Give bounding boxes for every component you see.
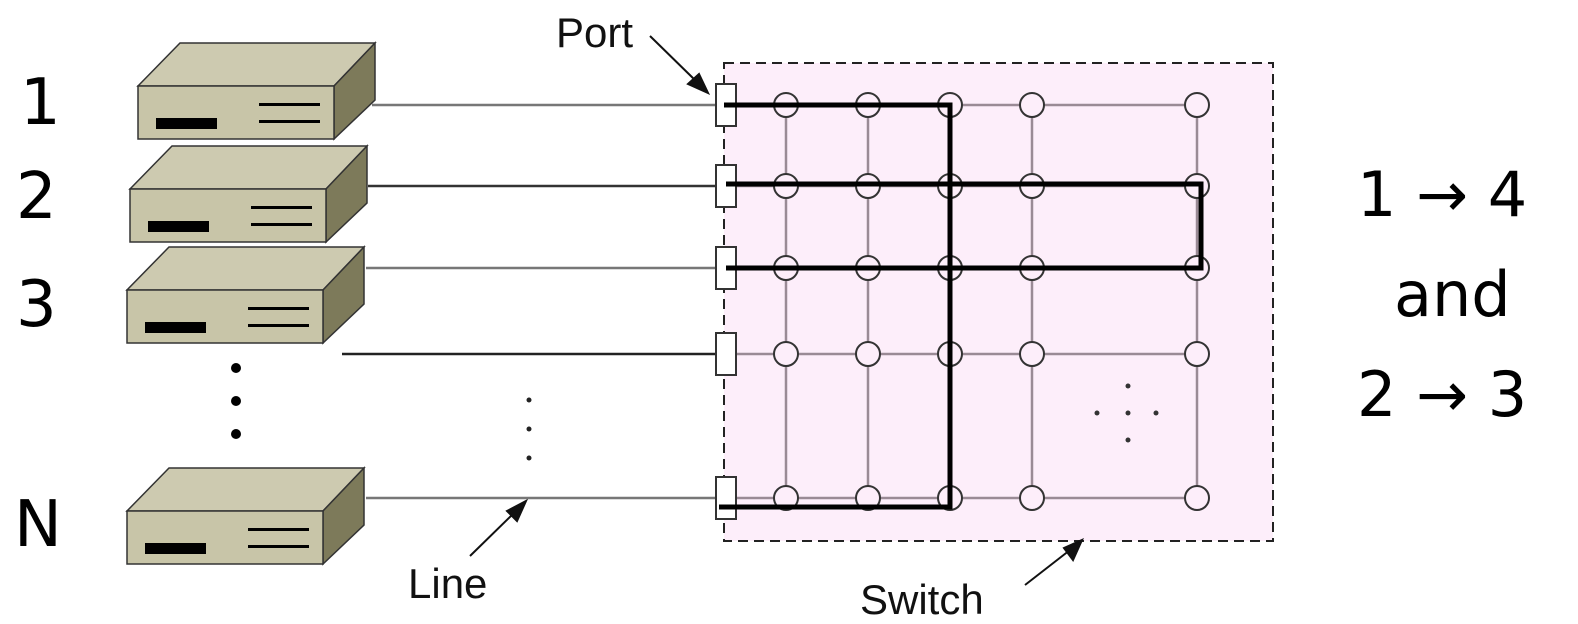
computer-1 <box>136 41 377 141</box>
connection-2-to-3: 2 → 3 <box>1357 358 1527 431</box>
connection-and: and <box>1394 258 1511 331</box>
callout-arrows <box>469 35 1084 586</box>
lines <box>342 103 716 500</box>
computer-n <box>125 466 366 566</box>
computer-label-1: 1 <box>20 66 61 140</box>
lines-ellipsis <box>526 397 532 461</box>
port-4 <box>715 332 737 376</box>
switch <box>723 62 1274 542</box>
line-label: Line <box>408 560 487 607</box>
port-arrow <box>649 35 698 83</box>
line-arrow <box>469 511 516 557</box>
path-2-to-3 <box>726 181 1204 271</box>
port-label: Port <box>556 9 633 56</box>
computer-3 <box>125 245 366 345</box>
computer-label-n: N <box>14 488 62 562</box>
port-n <box>715 476 737 520</box>
computer-2 <box>128 144 369 244</box>
switch-box <box>723 62 1274 542</box>
computer-label-2: 2 <box>16 160 57 234</box>
computer-label-3: 3 <box>16 268 57 342</box>
switch-arrow <box>1024 549 1071 586</box>
path-1-to-4 <box>719 102 953 510</box>
crossbar-nodes <box>773 92 1210 511</box>
switch-label: Switch <box>860 576 984 623</box>
computers-ellipsis <box>231 363 241 439</box>
connection-paths <box>719 102 1204 510</box>
switch-ellipsis <box>1094 383 1159 443</box>
connection-1-to-4: 1 → 4 <box>1357 158 1527 231</box>
